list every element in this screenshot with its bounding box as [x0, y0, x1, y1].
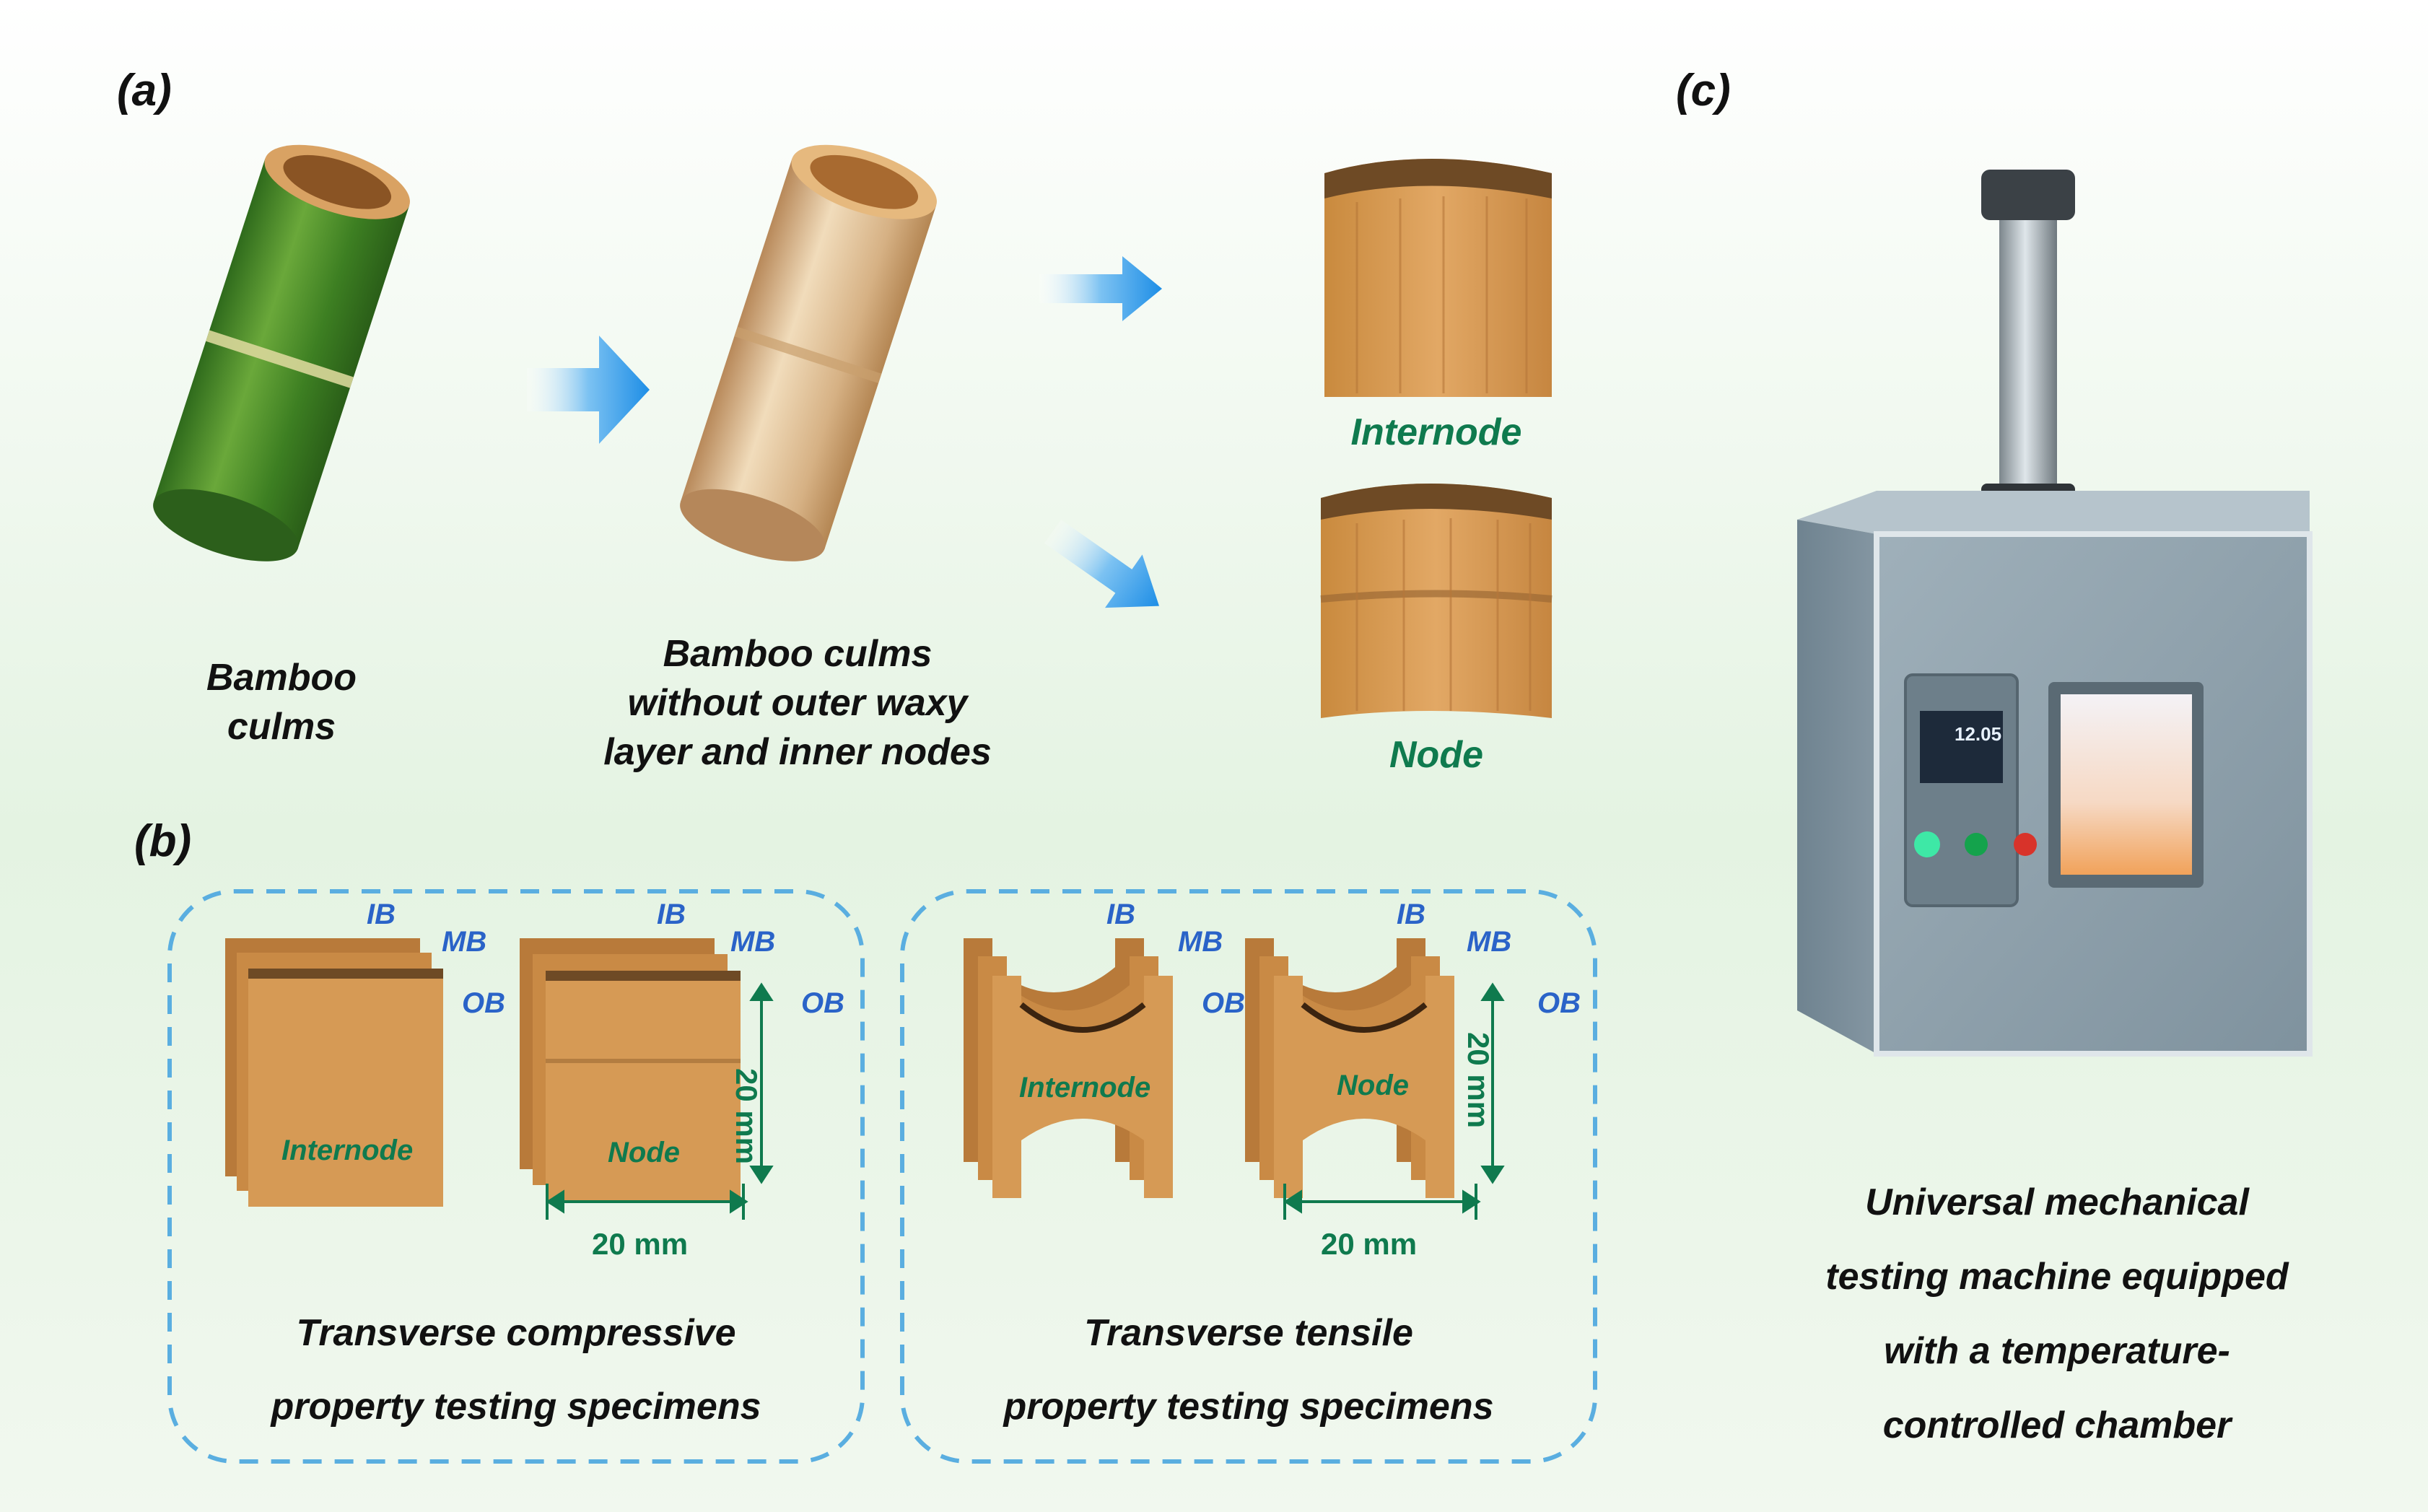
caption-line: layer and inner nodes: [603, 731, 992, 773]
compressive-node-label: Node: [608, 1137, 680, 1168]
layer-label-ib: IB: [1397, 899, 1425, 930]
chamber-display-readout: 12.05: [1955, 723, 2002, 745]
process-arrow: [527, 336, 650, 444]
caption-line: Transverse compressive: [296, 1312, 736, 1354]
layer-label-ib: IB: [1106, 899, 1135, 930]
caption-line: property testing specimens: [1003, 1386, 1494, 1428]
tensile-dimension-lines: [1283, 982, 1505, 1220]
layer-label-ob: OB: [801, 987, 844, 1019]
layer-label-mb: MB: [1178, 926, 1223, 958]
caption-line: with a temperature-: [1884, 1330, 2230, 1372]
tensile-internode-label: Internode: [1019, 1072, 1151, 1104]
caption-line: Universal mechanical: [1865, 1181, 2249, 1223]
layer-label-mb: MB: [730, 926, 776, 958]
internode-block: [1324, 159, 1552, 397]
caption-line: culms: [227, 706, 336, 748]
testing-machine: [1797, 170, 2313, 1057]
panel-label-a: (a): [117, 66, 172, 115]
caption-line: testing machine equipped: [1825, 1256, 2289, 1298]
testing-machine-caption: Universal mechanical testing machine equ…: [1761, 1166, 2353, 1463]
panel-label-c: (c): [1676, 66, 1731, 115]
tensile-caption: Transverse tensile property testing spec…: [931, 1296, 1566, 1443]
tensile-width-dimension: 20 mm: [1321, 1227, 1418, 1261]
node-label: Node: [1389, 734, 1483, 776]
green-bamboo-culm: [153, 144, 410, 561]
arrow-to-internode: [1039, 256, 1162, 321]
tensile-node-label: Node: [1337, 1070, 1409, 1101]
caption-line: Bamboo: [206, 657, 357, 699]
processed-culms-caption: Bamboo culms without outer waxy layer an…: [563, 629, 1032, 777]
caption-line: Bamboo culms: [663, 633, 933, 675]
caption-line: controlled chamber: [1882, 1404, 2232, 1446]
caption-line: property testing specimens: [271, 1386, 761, 1428]
caption-line: without outer waxy: [627, 682, 968, 724]
compressive-width-dimension: 20 mm: [592, 1227, 689, 1261]
tensile-node-stack: [1245, 938, 1454, 1198]
compressive-height-dimension: 20 mm: [730, 1068, 764, 1165]
compressive-internode-stack: [225, 938, 443, 1207]
tensile-internode-stack: [964, 938, 1173, 1198]
compressive-internode-label: Internode: [281, 1135, 414, 1166]
layer-label-mb: MB: [442, 926, 487, 958]
layer-label-mb: MB: [1467, 926, 1512, 958]
layer-label-ib: IB: [367, 899, 396, 930]
internode-label: Internode: [1350, 411, 1522, 453]
panel-label-b: (b): [134, 816, 192, 866]
tensile-height-dimension: 20 mm: [1462, 1032, 1495, 1129]
node-block: [1320, 484, 1553, 718]
bamboo-culms-caption: Bamboo culms: [173, 653, 390, 751]
compressive-caption: Transverse compressive property testing …: [198, 1296, 834, 1443]
caption-line: Transverse tensile: [1084, 1312, 1413, 1354]
layer-label-ob: OB: [1202, 987, 1245, 1019]
layer-label-ob: OB: [462, 987, 505, 1019]
layer-label-ob: OB: [1537, 987, 1581, 1019]
compressive-dimension-lines: [546, 982, 774, 1220]
layer-label-ib: IB: [657, 899, 686, 930]
compressive-node-stack: [520, 938, 741, 1202]
pale-bamboo-culm: [680, 144, 937, 561]
arrow-to-node: [1044, 520, 1159, 608]
